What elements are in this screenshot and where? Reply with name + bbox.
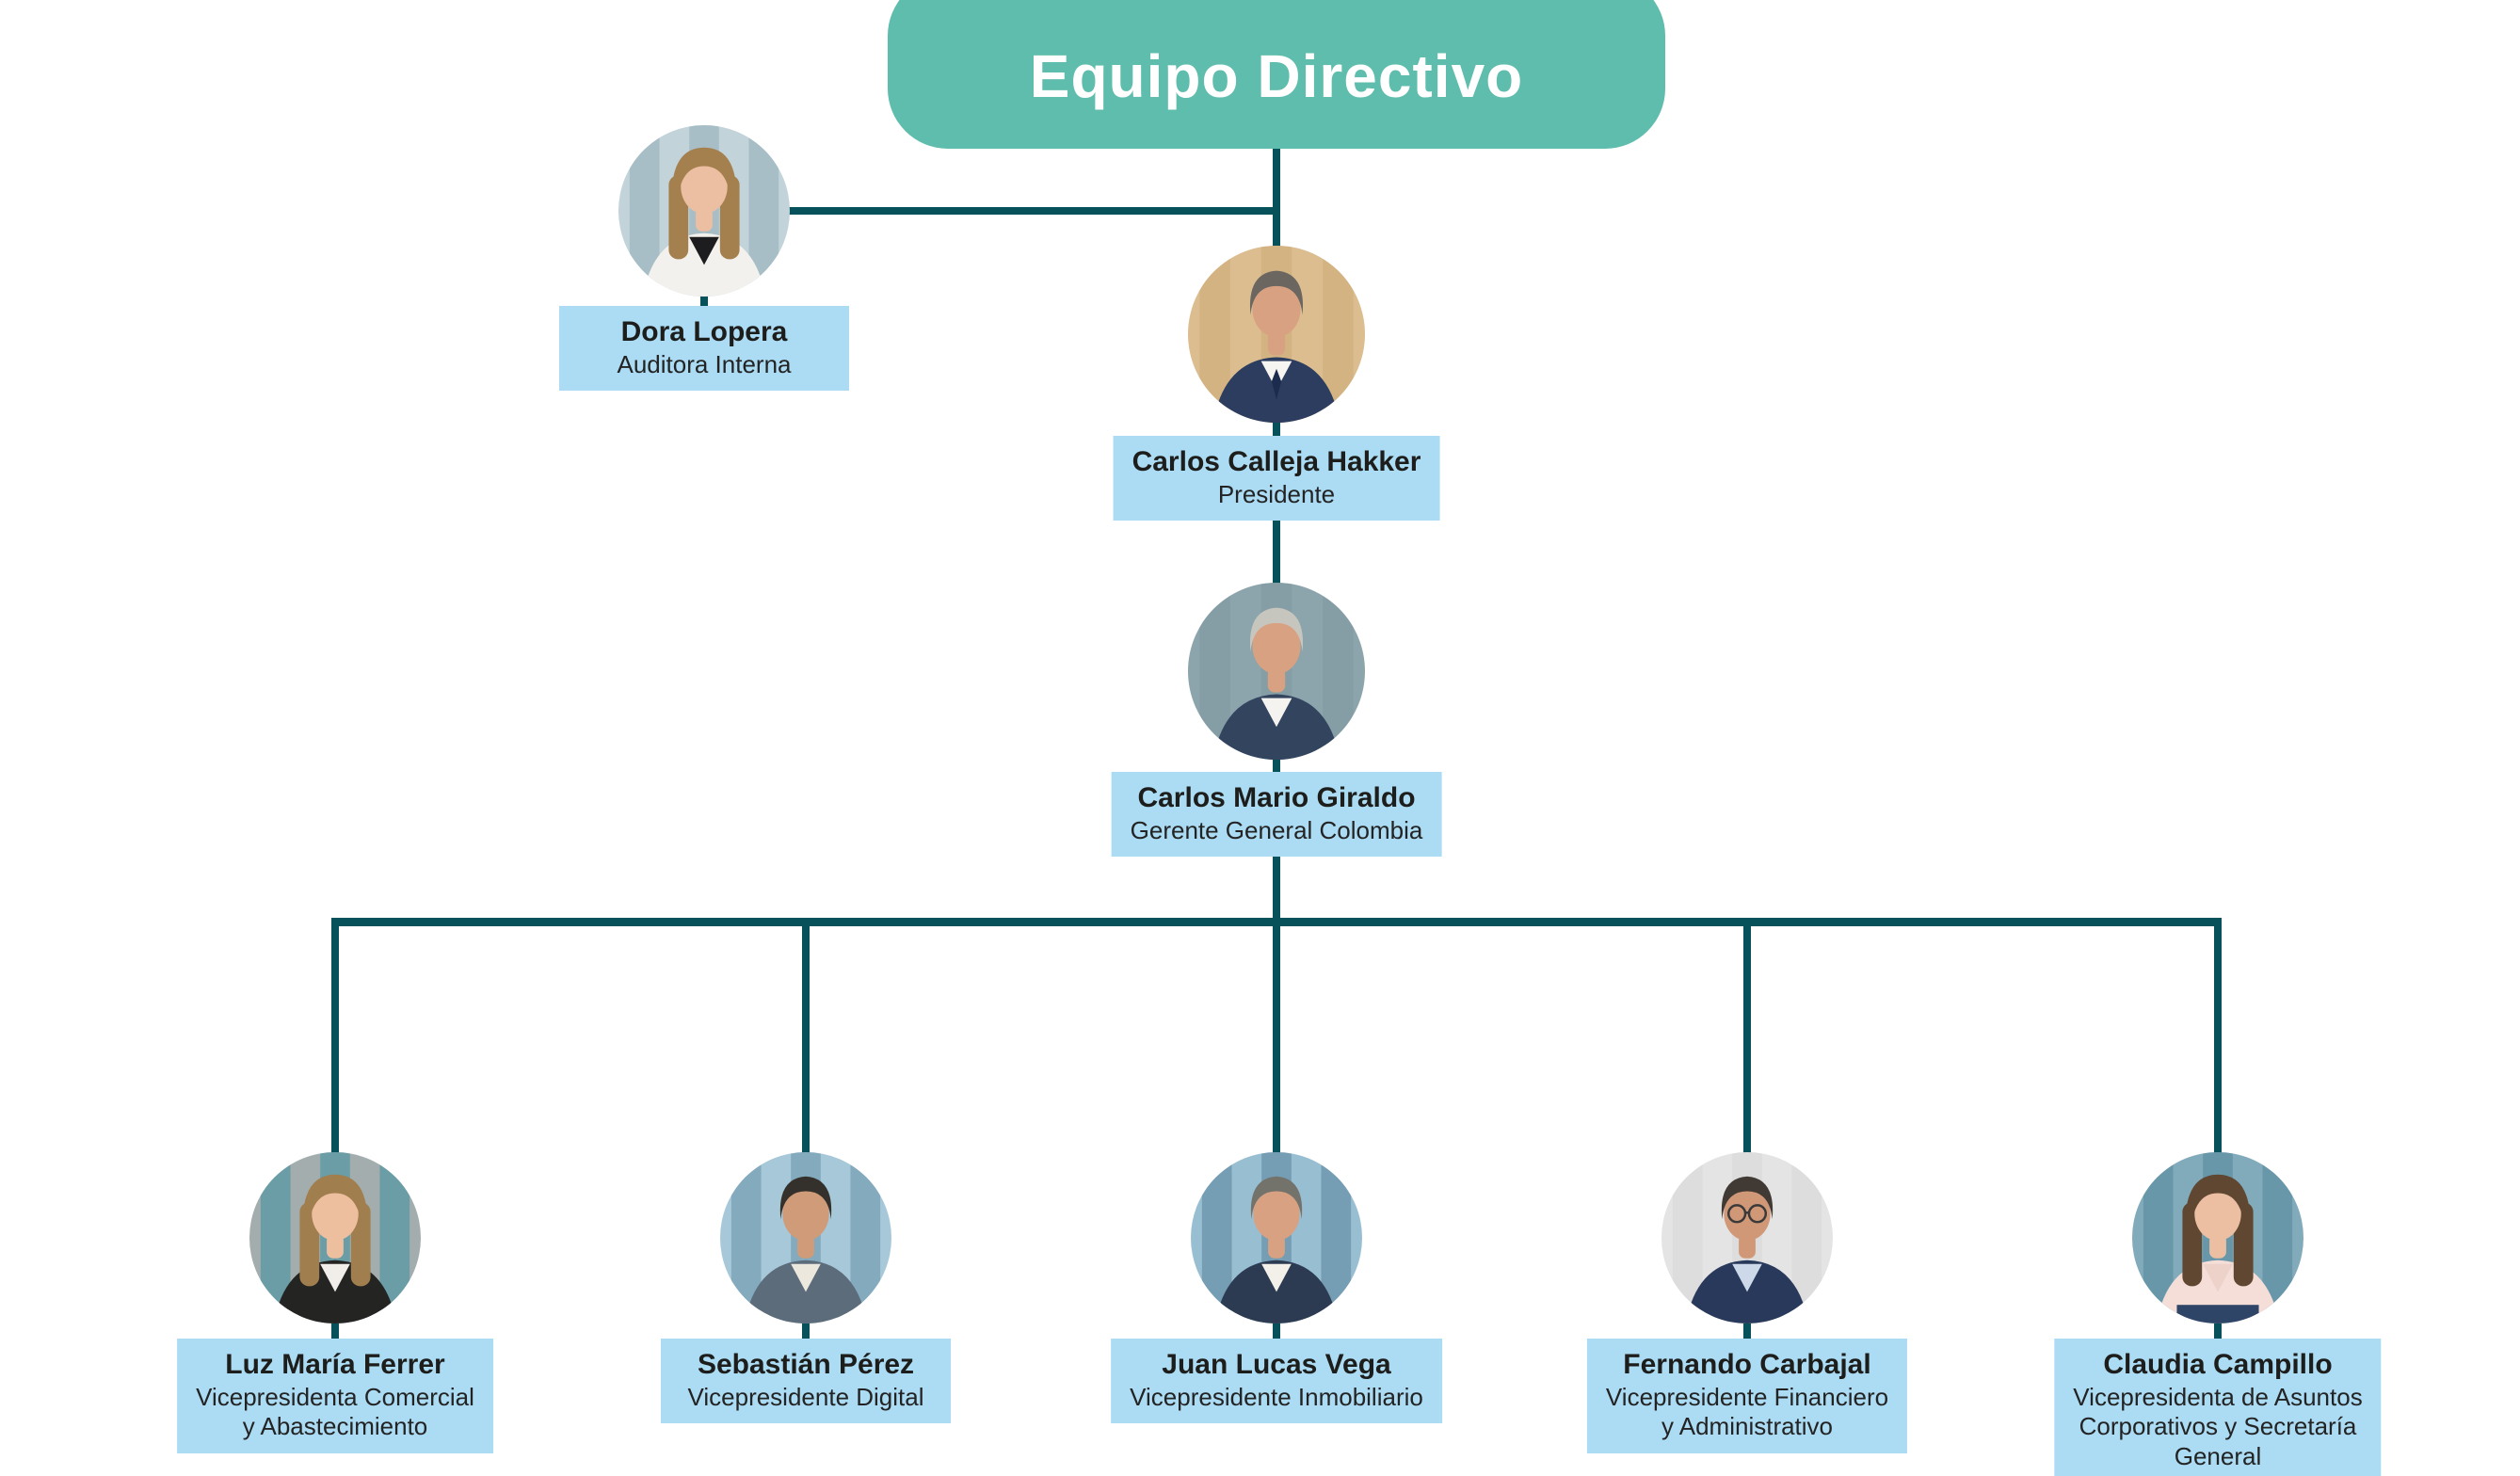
person-portrait-icon — [618, 125, 790, 297]
fernando-carbajal-photo — [1661, 1152, 1833, 1324]
connector-branch-dora — [704, 207, 1280, 215]
person-name: Claudia Campillo — [2103, 1349, 2333, 1380]
person-portrait-icon — [1188, 246, 1365, 423]
carlos-calleja-hakker-label: Carlos Calleja Hakker Presidente — [1113, 436, 1440, 521]
connector-drop-4 — [1743, 921, 1751, 1342]
juan-lucas-vega-photo — [1191, 1152, 1362, 1324]
sebastian-perez-label: Sebastián Pérez Vicepresidente Digital — [661, 1339, 951, 1424]
luz-maria-ferrer-label: Luz María Ferrer Vicepresidenta Comercia… — [177, 1339, 493, 1453]
carlos-calleja-hakker-photo — [1188, 246, 1365, 423]
person-name: Juan Lucas Vega — [1162, 1349, 1391, 1380]
connector-drop-2 — [802, 921, 810, 1342]
connector-children-bar — [331, 918, 2222, 926]
claudia-campillo-label: Claudia Campillo Vicepresidenta de Asunt… — [2054, 1339, 2382, 1476]
luz-maria-ferrer-photo — [249, 1152, 421, 1324]
person-title: Vicepresidente Digital — [687, 1382, 924, 1411]
person-title: Auditora Interna — [617, 349, 792, 378]
carlos-mario-giraldo-label: Carlos Mario Giraldo Gerente General Col… — [1111, 772, 1442, 858]
person-portrait-icon — [720, 1152, 891, 1324]
person-portrait-icon — [1661, 1152, 1833, 1324]
person-name: Sebastián Pérez — [697, 1349, 915, 1380]
person-name: Carlos Mario Giraldo — [1137, 782, 1416, 813]
carlos-mario-giraldo-photo — [1188, 583, 1365, 760]
person-portrait-icon — [1188, 583, 1365, 760]
title-banner: Equipo Directivo — [888, 0, 1665, 149]
person-name: Luz María Ferrer — [225, 1349, 445, 1380]
connector-drop-5 — [2214, 921, 2222, 1342]
person-name: Fernando Carbajal — [1623, 1349, 1871, 1380]
fernando-carbajal-label: Fernando Carbajal Vicepresidente Financi… — [1586, 1339, 1908, 1453]
person-title: Gerente General Colombia — [1130, 815, 1423, 844]
person-title: Vicepresidente Inmobiliario — [1130, 1382, 1423, 1411]
person-name: Dora Lopera — [620, 316, 788, 347]
dora-lopera-photo — [618, 125, 790, 297]
page-title: Equipo Directivo — [1029, 42, 1524, 110]
person-name: Carlos Calleja Hakker — [1132, 446, 1421, 477]
claudia-campillo-photo — [2132, 1152, 2303, 1324]
connector-drop-1 — [331, 921, 339, 1342]
juan-lucas-vega-label: Juan Lucas Vega Vicepresidente Inmobilia… — [1111, 1339, 1442, 1424]
person-title: Presidente — [1217, 479, 1336, 508]
dora-lopera-label: Dora Lopera Auditora Interna — [559, 306, 849, 392]
sebastian-perez-photo — [720, 1152, 891, 1324]
person-portrait-icon — [1191, 1152, 1362, 1324]
person-portrait-icon — [249, 1152, 421, 1324]
person-portrait-icon — [2132, 1152, 2303, 1324]
